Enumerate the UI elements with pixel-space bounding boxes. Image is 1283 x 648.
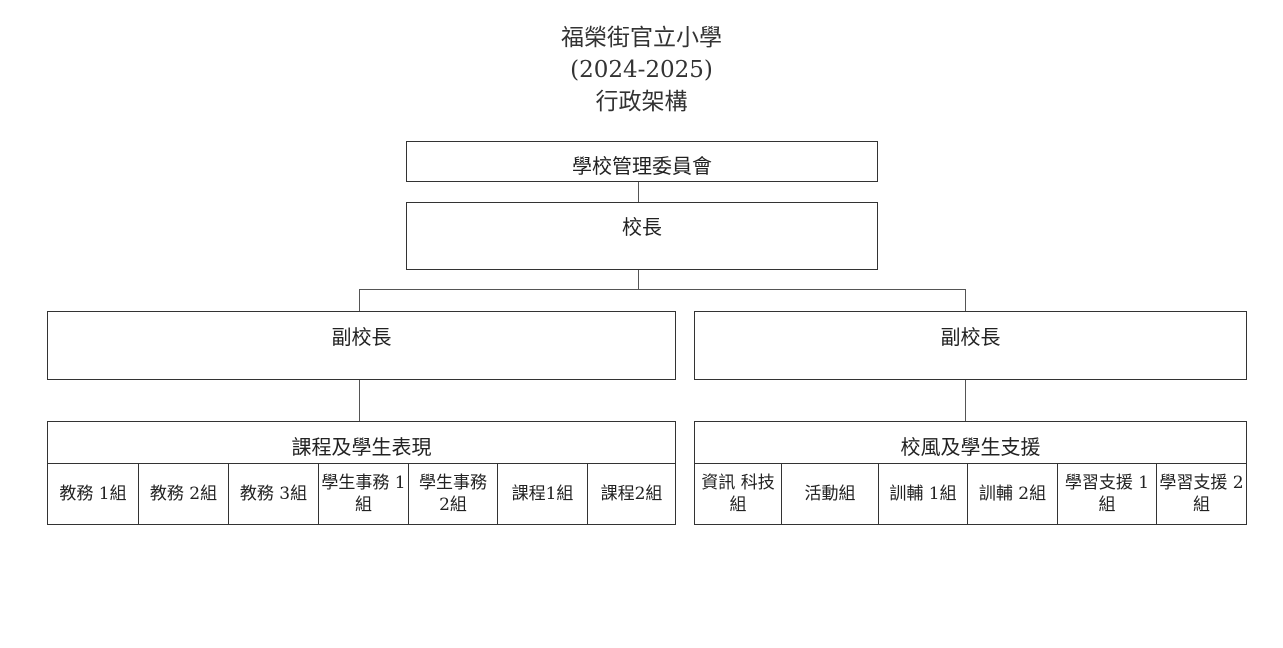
principal-box: 校長: [406, 202, 878, 270]
group-label: 校風及學生支援: [900, 435, 1041, 459]
team-cell: 學生事務 1組: [318, 463, 408, 524]
team-cell: 教務 2組: [138, 463, 228, 524]
school-name: 福榮街官立小學: [561, 25, 722, 51]
connector-principal-down: [638, 270, 639, 289]
school-year: (2024-2025): [570, 57, 713, 83]
team-cell: 教務 1組: [59, 483, 127, 504]
principal-label: 校長: [622, 215, 662, 239]
connector-vp-left: [359, 289, 360, 311]
team-cell: 學習支援 1組: [1057, 463, 1156, 524]
team-cell: 學習支援 2組: [1156, 463, 1246, 524]
team-cell: 教務 3組: [228, 463, 318, 524]
group-header-support: 校風及學生支援: [694, 421, 1247, 464]
group-header-curriculum: 課程及學生表現: [47, 421, 676, 464]
connector-group-right: [965, 380, 966, 421]
team-cell: 課程1組: [497, 463, 587, 524]
team-cell: 課程2組: [587, 463, 675, 524]
vice-principal-label: 副校長: [940, 325, 1001, 349]
team-cell: 活動組: [781, 463, 878, 524]
vice-principal-box-right: 副校長: [694, 311, 1247, 380]
committee-box: 學校管理委員會: [406, 141, 878, 182]
chart-subtitle: 行政架構: [595, 89, 688, 115]
team-cell: 訓輔 1組: [878, 463, 967, 524]
group-label: 課程及學生表現: [291, 435, 432, 459]
connector-horizontal: [359, 289, 966, 290]
team-cell: 學生事務 2組: [408, 463, 497, 524]
team-row-curriculum: 教務 1組 教務 2組 教務 3組 學生事務 1組 學生事務 2組 課程1組 課…: [47, 463, 676, 525]
connector-group-left: [359, 380, 360, 421]
vice-principal-label: 副校長: [331, 325, 392, 349]
team-cell: 資訊 科技組: [701, 472, 775, 515]
team-cell: 訓輔 2組: [967, 463, 1057, 524]
vice-principal-box-left: 副校長: [47, 311, 676, 380]
committee-label: 學校管理委員會: [572, 154, 712, 178]
connector-vp-right: [965, 289, 966, 311]
chart-title: 福榮街官立小學 (2024-2025) 行政架構: [0, 22, 1283, 118]
team-row-support: 資訊 科技組 活動組 訓輔 1組 訓輔 2組 學習支援 1組 學習支援 2組: [694, 463, 1247, 525]
connector-committee-principal: [638, 182, 639, 202]
